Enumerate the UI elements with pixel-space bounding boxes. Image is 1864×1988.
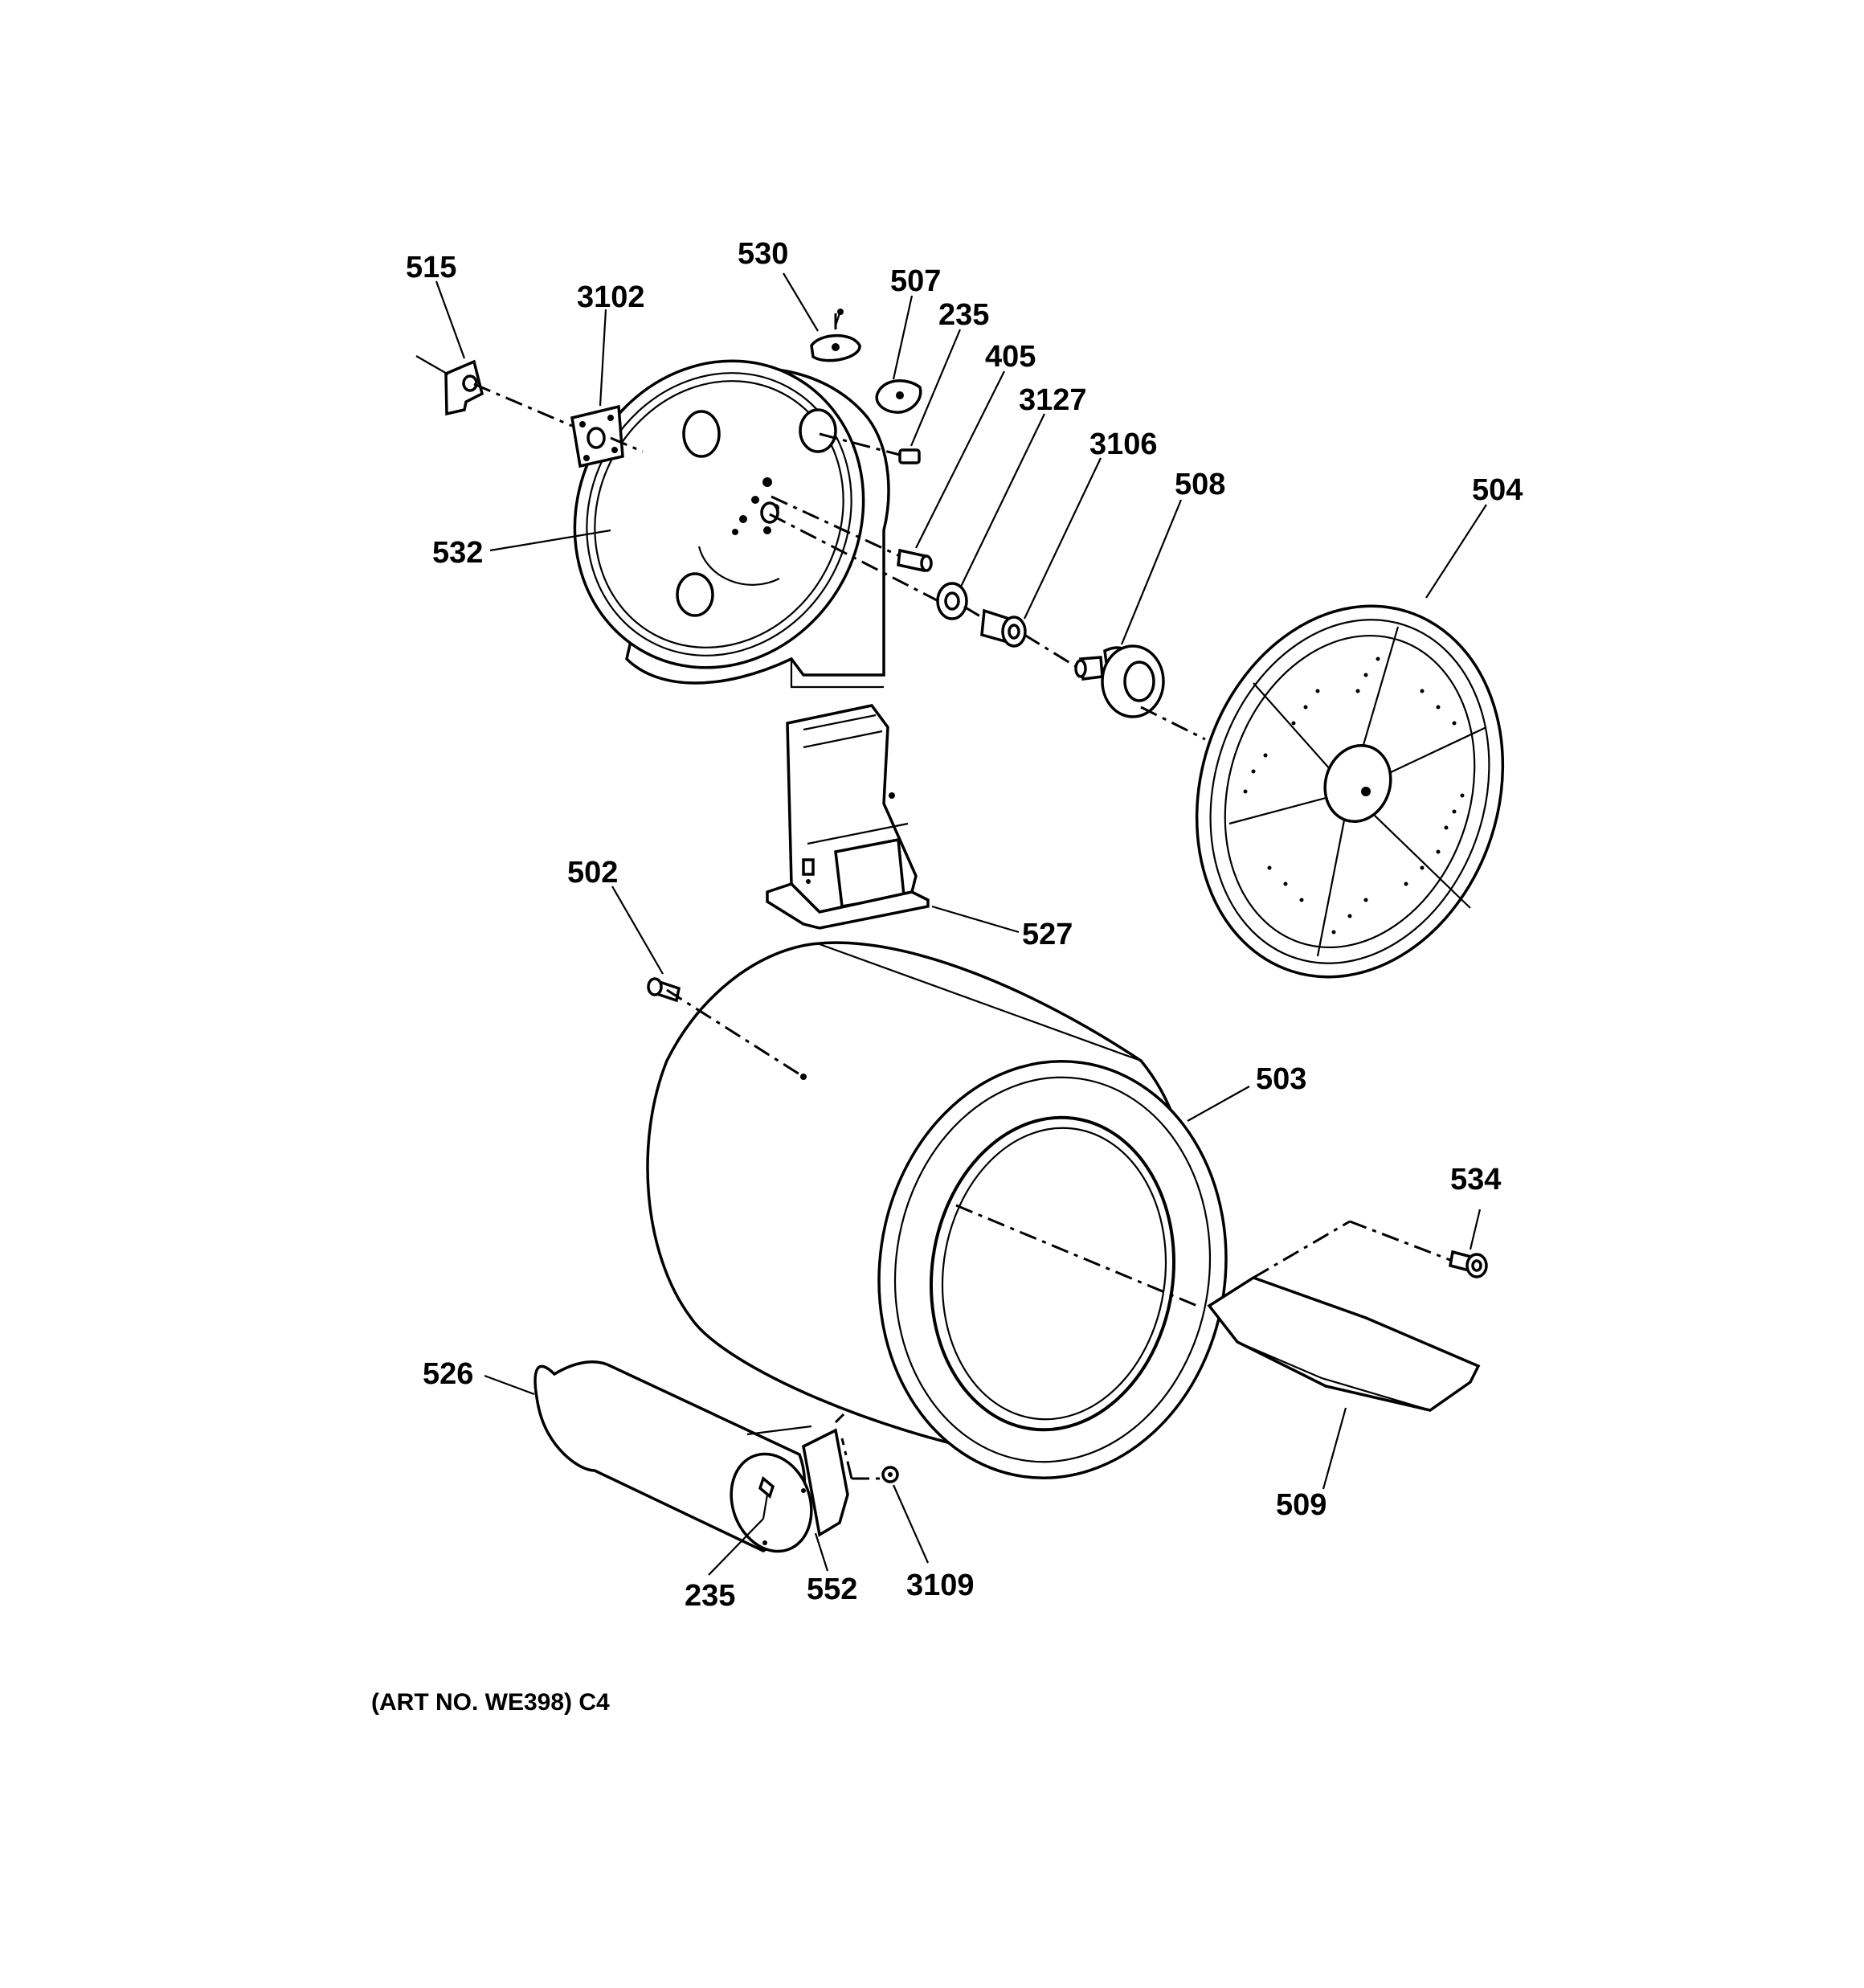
callout-509: 509: [1276, 1488, 1326, 1522]
bearing-3127: [936, 582, 968, 620]
callouts: 515 3102 530 507 235 405 3127 3106 508 5…: [406, 237, 1523, 1613]
callout-235-top: 235: [938, 298, 989, 332]
art-number-caption: (ART NO. WE398) C4: [371, 1689, 610, 1716]
callout-235-bottom: 235: [685, 1579, 735, 1613]
callout-502: 502: [567, 856, 618, 890]
screw-405: [897, 548, 933, 573]
screw-3109: [881, 1466, 899, 1483]
assembly-lines: [473, 313, 1451, 1480]
callout-3102: 3102: [577, 280, 645, 314]
fuse-507: [875, 379, 922, 414]
callout-552: 552: [807, 1573, 857, 1606]
callout-532: 532: [432, 536, 483, 570]
callout-507: 507: [890, 264, 941, 298]
drum-503: [646, 941, 1228, 1479]
thermostat-530: [810, 309, 861, 362]
callout-515: 515: [406, 251, 456, 284]
rear-bulkhead-532: [573, 359, 890, 689]
callout-534: 534: [1450, 1163, 1501, 1196]
callout-3106: 3106: [1089, 427, 1158, 461]
leader-lines: [435, 272, 1487, 1576]
screw-235-top: [898, 448, 921, 464]
clip-515: [415, 355, 484, 416]
lint-duct-509: [1207, 1276, 1481, 1412]
callout-405: 405: [985, 340, 1036, 374]
callout-526: 526: [423, 1357, 473, 1391]
callout-3109: 3109: [906, 1569, 975, 1602]
callout-527: 527: [1022, 918, 1073, 951]
motor-526: [533, 1360, 849, 1553]
callout-530: 530: [738, 237, 788, 271]
shaft-3106: [980, 608, 1027, 648]
hub-508: [1074, 644, 1165, 718]
callout-504: 504: [1472, 473, 1523, 507]
screw-534: [1448, 1250, 1488, 1278]
callout-503: 503: [1256, 1062, 1306, 1096]
screw-502: [647, 977, 681, 1003]
callout-3127: 3127: [1019, 383, 1087, 417]
front-plate-504: [1195, 604, 1505, 979]
duct-527: [766, 704, 930, 930]
bracket-3102: [570, 404, 624, 468]
callout-508: 508: [1175, 468, 1225, 501]
